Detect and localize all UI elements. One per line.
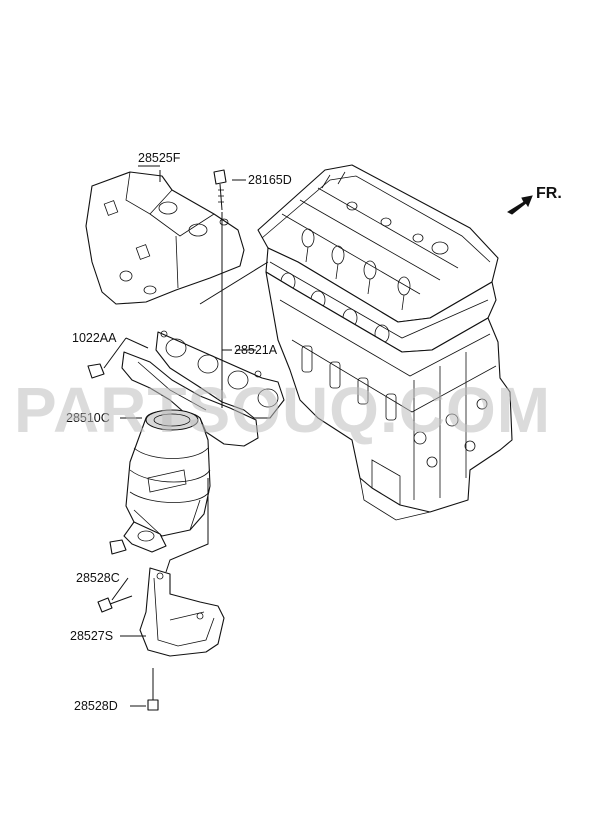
exhaust-manifold-gasket xyxy=(155,330,285,419)
part-label-28165D: 28165D xyxy=(248,173,292,187)
part-label-28525F: 28525F xyxy=(138,151,181,165)
part-labels: 28525F 28165D 1022AA 28521A 28510C 28528… xyxy=(66,151,292,713)
bolt-28165D xyxy=(213,169,227,211)
catalytic-converter-bracket xyxy=(139,567,225,657)
fr-label: FR. xyxy=(536,185,562,202)
front-direction-indicator: FR. xyxy=(506,185,562,215)
heat-protector-upper xyxy=(85,171,245,305)
part-label-28527S: 28527S xyxy=(70,629,113,643)
part-label-28521A: 28521A xyxy=(234,343,278,357)
part-label-28510C: 28510C xyxy=(66,411,110,425)
part-label-28528D: 28528D xyxy=(74,699,118,713)
leader-lines xyxy=(103,165,269,707)
part-label-1022AA: 1022AA xyxy=(72,331,117,345)
bolt-28528D xyxy=(147,668,159,711)
front-arrow-icon xyxy=(506,195,533,215)
engine-block xyxy=(257,164,513,521)
part-label-28528C: 28528C xyxy=(76,571,120,585)
watermark-text: PARTSOUQ.COM xyxy=(14,374,551,446)
bolt-28528C xyxy=(97,595,133,613)
nut-1022AA xyxy=(87,363,105,379)
exhaust-manifold-catalytic-converter xyxy=(109,351,259,555)
